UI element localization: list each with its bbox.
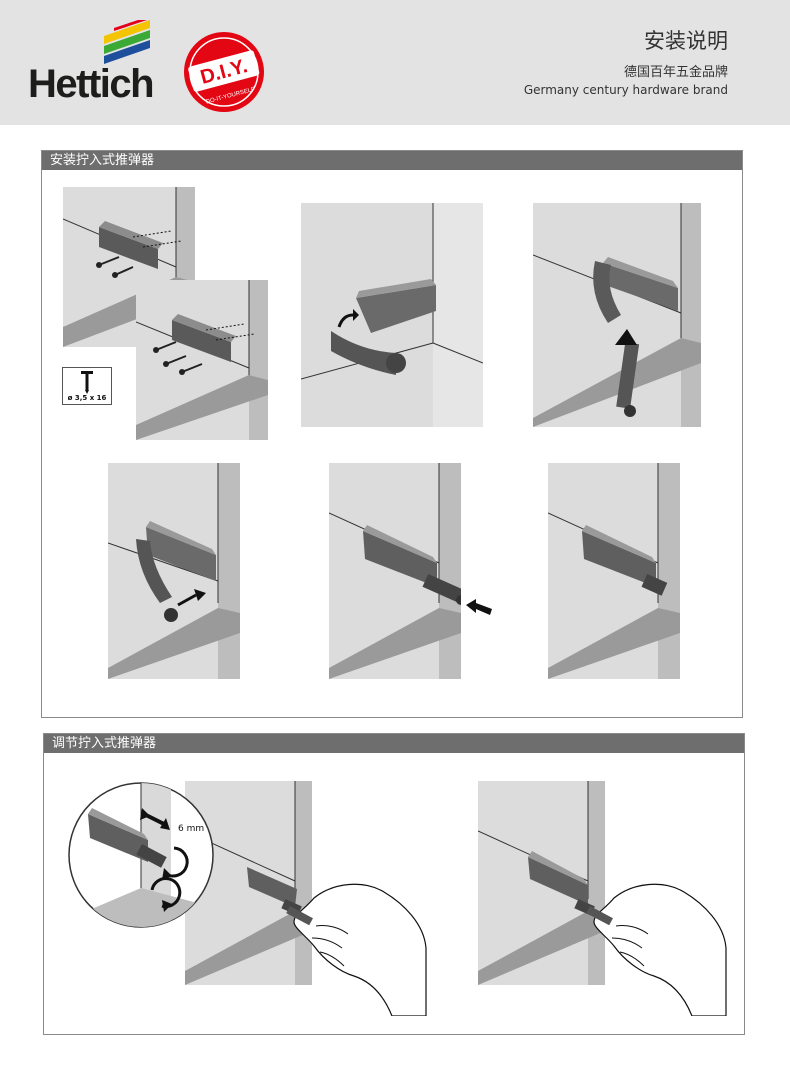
push-arrow-icon <box>466 599 492 615</box>
section-adjust-title: 调节拧入式推弹器 <box>44 734 744 753</box>
adjust-step-1-illustration <box>185 781 312 985</box>
subtitle-en: Germany century hardware brand <box>523 83 728 97</box>
screw-spec-box: ø 3,5 x 16 <box>62 367 112 405</box>
page-header: Hettich D.I.Y. DO-IT-YOURSELF 安装说明 德国百年五… <box>0 0 790 125</box>
adjust-detail-zoom <box>68 782 214 928</box>
adjust-step-2-illustration <box>478 781 605 985</box>
screw-icon <box>81 371 93 394</box>
step-5-illustration <box>329 463 461 679</box>
screw-spec-label: ø 3,5 x 16 <box>67 394 107 402</box>
header-text-block: 安装说明 德国百年五金品牌 Germany century hardware b… <box>524 28 728 98</box>
hand-icon <box>586 883 727 1016</box>
step-6-illustration <box>548 463 680 679</box>
step-1b-illustration <box>136 280 268 440</box>
section-install-title: 安装拧入式推弹器 <box>42 151 742 170</box>
step-3-illustration <box>533 203 701 427</box>
diy-badge-logo: D.I.Y. DO-IT-YOURSELF <box>184 32 264 112</box>
step-4-illustration <box>108 463 240 679</box>
brand-logo: Hettich <box>28 62 155 106</box>
hand-icon <box>286 883 427 1016</box>
hettich-stripes-logo <box>104 20 150 64</box>
document-title: 安装说明 <box>644 29 728 53</box>
subtitle-cn: 德国百年五金品牌 <box>623 65 728 80</box>
step-2-illustration <box>301 203 483 427</box>
adjust-distance-label: 6 mm <box>178 824 205 834</box>
